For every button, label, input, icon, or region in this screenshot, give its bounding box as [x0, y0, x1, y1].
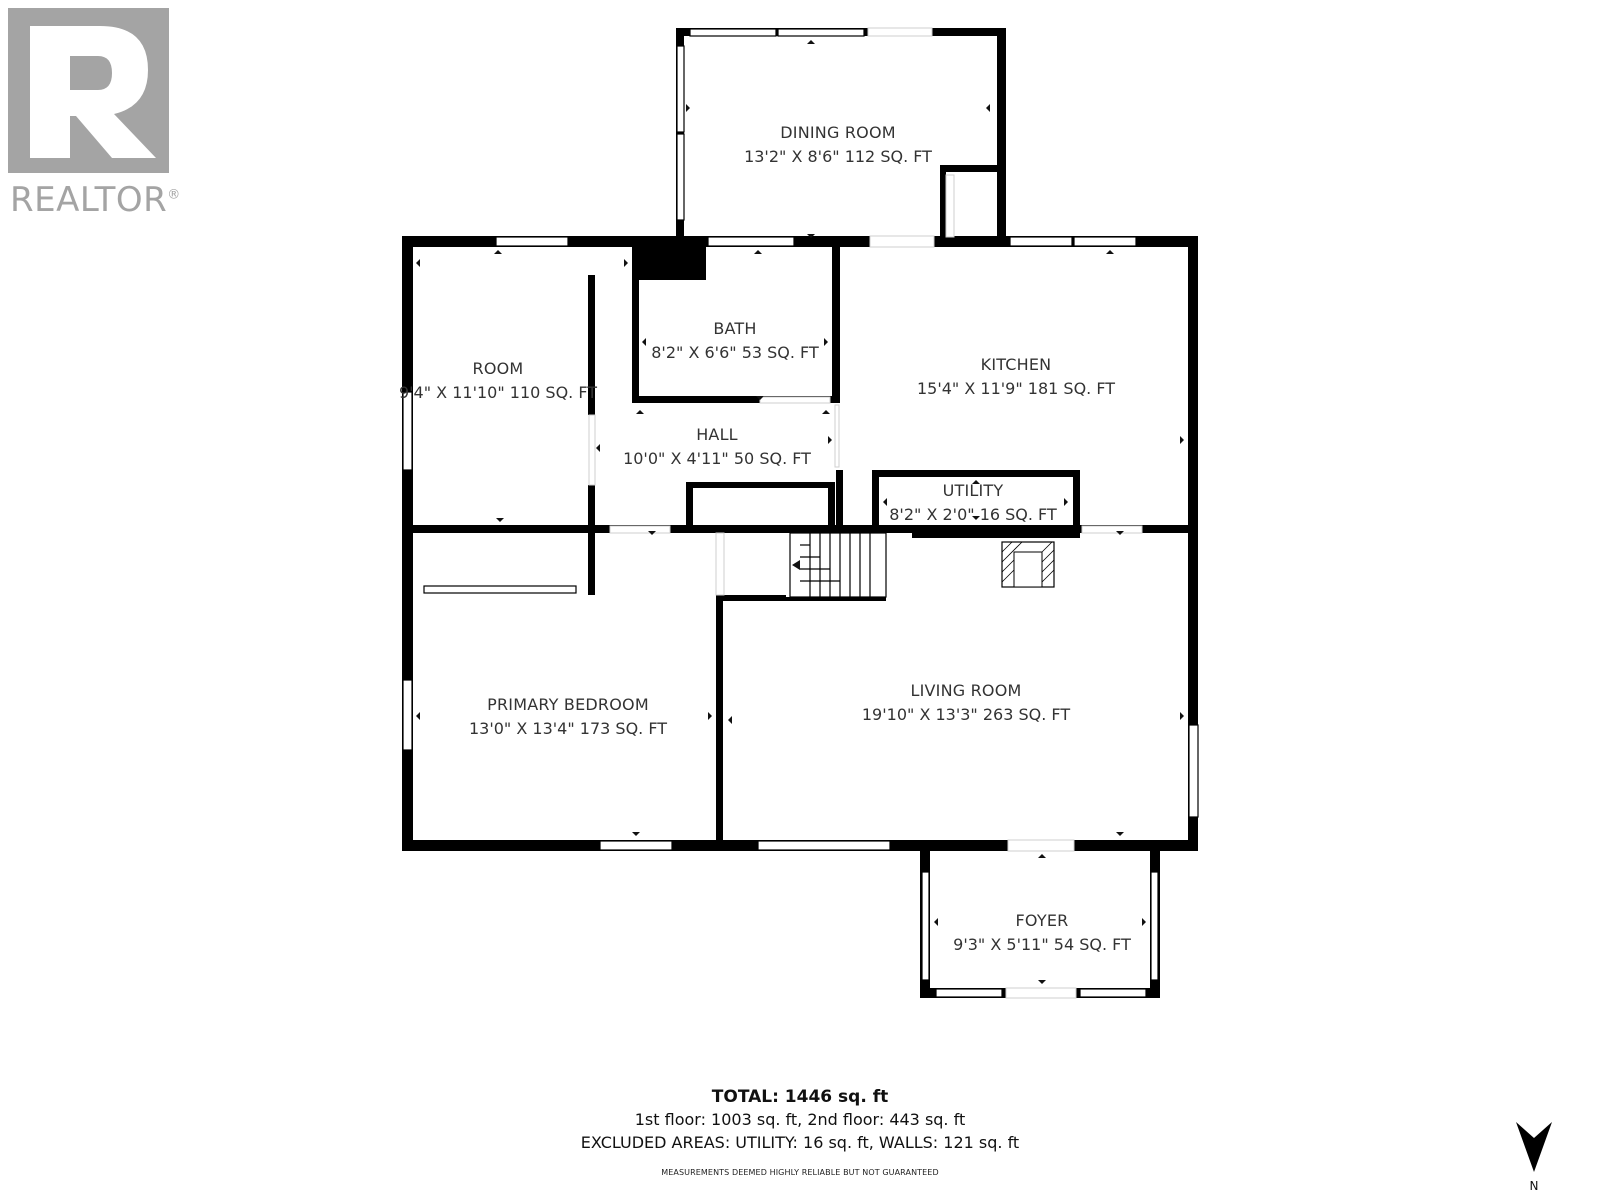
realtor-wordmark: REALTOR® [10, 180, 181, 220]
room-dims-bath: 8'2" X 6'6" 53 SQ. FT [651, 343, 819, 362]
realtor-logo: REALTOR® [8, 8, 188, 220]
room-name-kitchen: KITCHEN [981, 355, 1052, 374]
excluded-areas: EXCLUDED AREAS: UTILITY: 16 sq. ft, WALL… [580, 1133, 1020, 1152]
room-dims-kitchen: 15'4" X 11'9" 181 SQ. FT [917, 379, 1115, 398]
room-name-foyer: FOYER [1016, 911, 1069, 930]
floor-areas: 1st floor: 1003 sq. ft, 2nd floor: 443 s… [634, 1110, 966, 1129]
room-dims-dining: 13'2" X 8'6" 112 SQ. FT [744, 147, 932, 166]
room-dims-foyer: 9'3" X 5'11" 54 SQ. FT [953, 935, 1131, 954]
realtor-r-mark [8, 8, 169, 173]
room-name-hall: HALL [696, 425, 738, 444]
measurement-disclaimer: MEASUREMENTS DEEMED HIGHLY RELIABLE BUT … [661, 1168, 939, 1177]
room-dims-utility: 8'2" X 2'0" 16 SQ. FT [889, 505, 1057, 524]
room-labels: DINING ROOM 13'2" X 8'6" 112 SQ. FT ROOM… [399, 123, 1131, 954]
total-area: TOTAL: 1446 sq. ft [711, 1087, 889, 1107]
room-dims-primary: 13'0" X 13'4" 173 SQ. FT [469, 719, 667, 738]
room-name-bath: BATH [713, 319, 756, 338]
room-dims-hall: 10'0" X 4'11" 50 SQ. FT [623, 449, 811, 468]
room-name-primary: PRIMARY BEDROOM [487, 695, 649, 714]
room-name-room: ROOM [473, 359, 524, 378]
room-dims-living: 19'10" X 13'3" 263 SQ. FT [862, 705, 1070, 724]
north-label: N [1530, 1179, 1539, 1193]
fireplace [1001, 541, 1055, 588]
room-name-utility: UTILITY [943, 481, 1004, 500]
stairs [789, 532, 887, 598]
room-dims-room: 9'4" X 11'10" 110 SQ. FT [399, 383, 597, 402]
windows [402, 27, 1199, 999]
walls [402, 28, 1198, 998]
room-name-dining: DINING ROOM [780, 123, 896, 142]
compass: N [1514, 1122, 1554, 1194]
room-name-living: LIVING ROOM [910, 681, 1021, 700]
north-arrow-icon: N [1516, 1122, 1552, 1193]
wall-markers [416, 40, 1184, 984]
floor-plan: DINING ROOM 13'2" X 8'6" 112 SQ. FT ROOM… [399, 27, 1199, 999]
